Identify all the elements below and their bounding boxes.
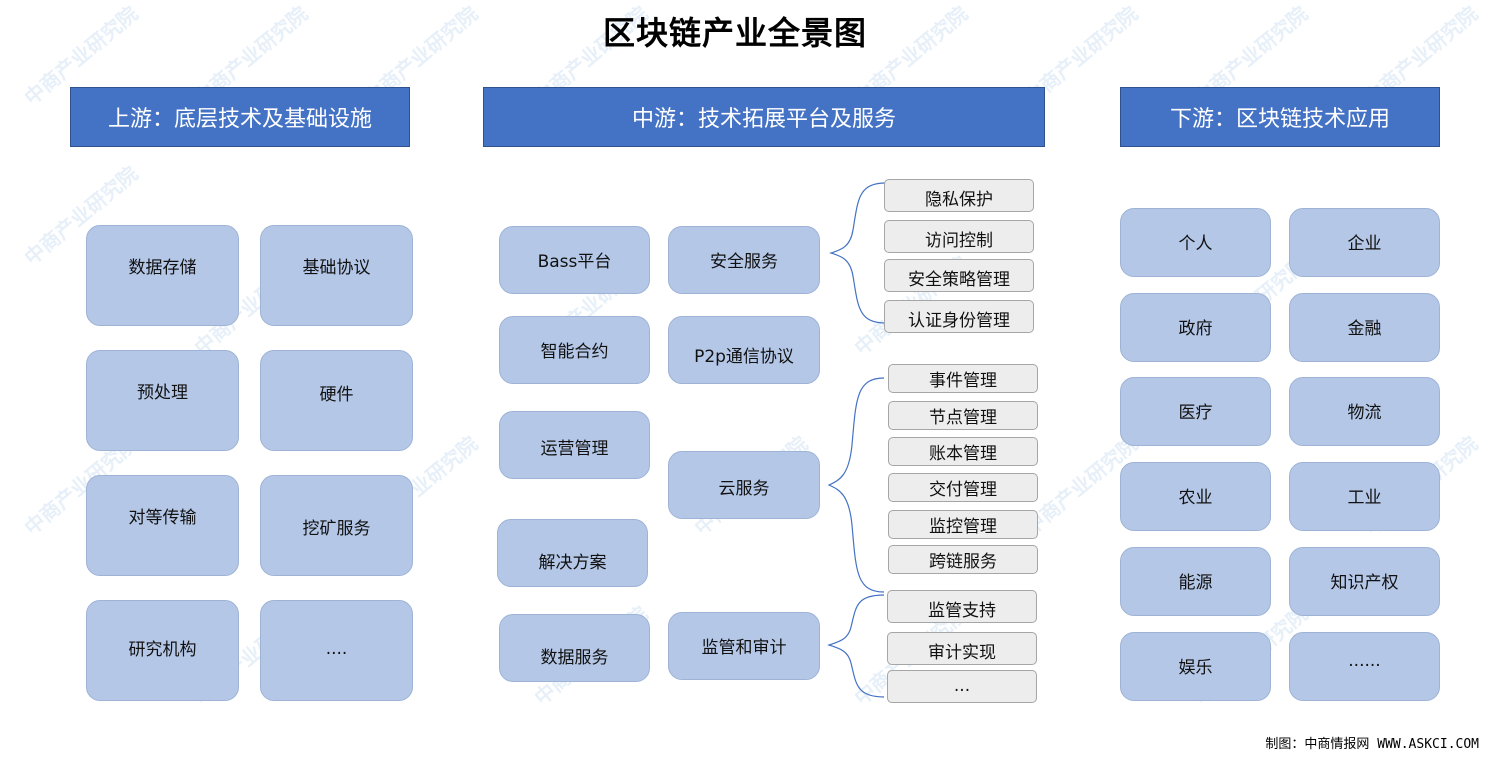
sub-item: 安全策略管理 — [884, 259, 1034, 292]
upstream-item: 数据存储 — [86, 225, 239, 326]
midstream-item: 智能合约 — [499, 316, 650, 384]
sub-item: ... — [887, 670, 1037, 703]
sub-item: 事件管理 — [888, 364, 1038, 393]
downstream-item: 医疗 — [1120, 377, 1271, 446]
midstream-item: Bass平台 — [499, 226, 650, 294]
midstream-item: 运营管理 — [499, 411, 650, 479]
sub-item: 监控管理 — [888, 510, 1038, 539]
sub-item: 交付管理 — [888, 473, 1038, 502]
downstream-item: 个人 — [1120, 208, 1271, 277]
downstream-item: 政府 — [1120, 293, 1271, 362]
source-credit: 制图：中商情报网 WWW.ASKCI.COM — [1265, 737, 1479, 752]
downstream-item: 工业 — [1289, 462, 1440, 531]
upstream-item: .... — [260, 600, 413, 701]
sub-item: 监管支持 — [887, 590, 1037, 623]
sub-item: 访问控制 — [884, 220, 1034, 253]
brace-audit — [827, 594, 885, 698]
upstream-item: 硬件 — [260, 350, 413, 451]
service-security: 安全服务 — [668, 226, 820, 294]
brace-security — [829, 182, 887, 324]
downstream-item: 农业 — [1120, 462, 1271, 531]
sub-item: 审计实现 — [887, 632, 1037, 665]
sub-item: 隐私保护 — [884, 179, 1034, 212]
downstream-item: 娱乐 — [1120, 632, 1271, 701]
midstream-header: 中游：技术拓展平台及服务 — [483, 87, 1045, 147]
upstream-item: 研究机构 — [86, 600, 239, 701]
service-cloud: 云服务 — [668, 451, 820, 519]
sub-item: 节点管理 — [888, 401, 1038, 430]
downstream-header: 下游：区块链技术应用 — [1120, 87, 1440, 147]
downstream-item: 能源 — [1120, 547, 1271, 616]
downstream-item: 知识产权 — [1289, 547, 1440, 616]
brace-cloud — [827, 377, 885, 593]
diagram-title: 区块链产业全景图 — [602, 14, 867, 52]
upstream-item: 对等传输 — [86, 475, 239, 576]
sub-item: 账本管理 — [888, 437, 1038, 466]
sub-item: 跨链服务 — [888, 545, 1038, 574]
service-p2p: P2p通信协议 — [668, 316, 820, 384]
downstream-item: ...... — [1289, 632, 1440, 701]
upstream-item: 预处理 — [86, 350, 239, 451]
midstream-item: 解决方案 — [497, 519, 648, 587]
midstream-item: 数据服务 — [499, 614, 650, 682]
upstream-item: 挖矿服务 — [260, 475, 413, 576]
downstream-item: 物流 — [1289, 377, 1440, 446]
upstream-header: 上游：底层技术及基础设施 — [70, 87, 410, 147]
upstream-item: 基础协议 — [260, 225, 413, 326]
service-audit: 监管和审计 — [668, 612, 820, 680]
sub-item: 认证身份管理 — [884, 300, 1034, 333]
downstream-item: 企业 — [1289, 208, 1440, 277]
downstream-item: 金融 — [1289, 293, 1440, 362]
